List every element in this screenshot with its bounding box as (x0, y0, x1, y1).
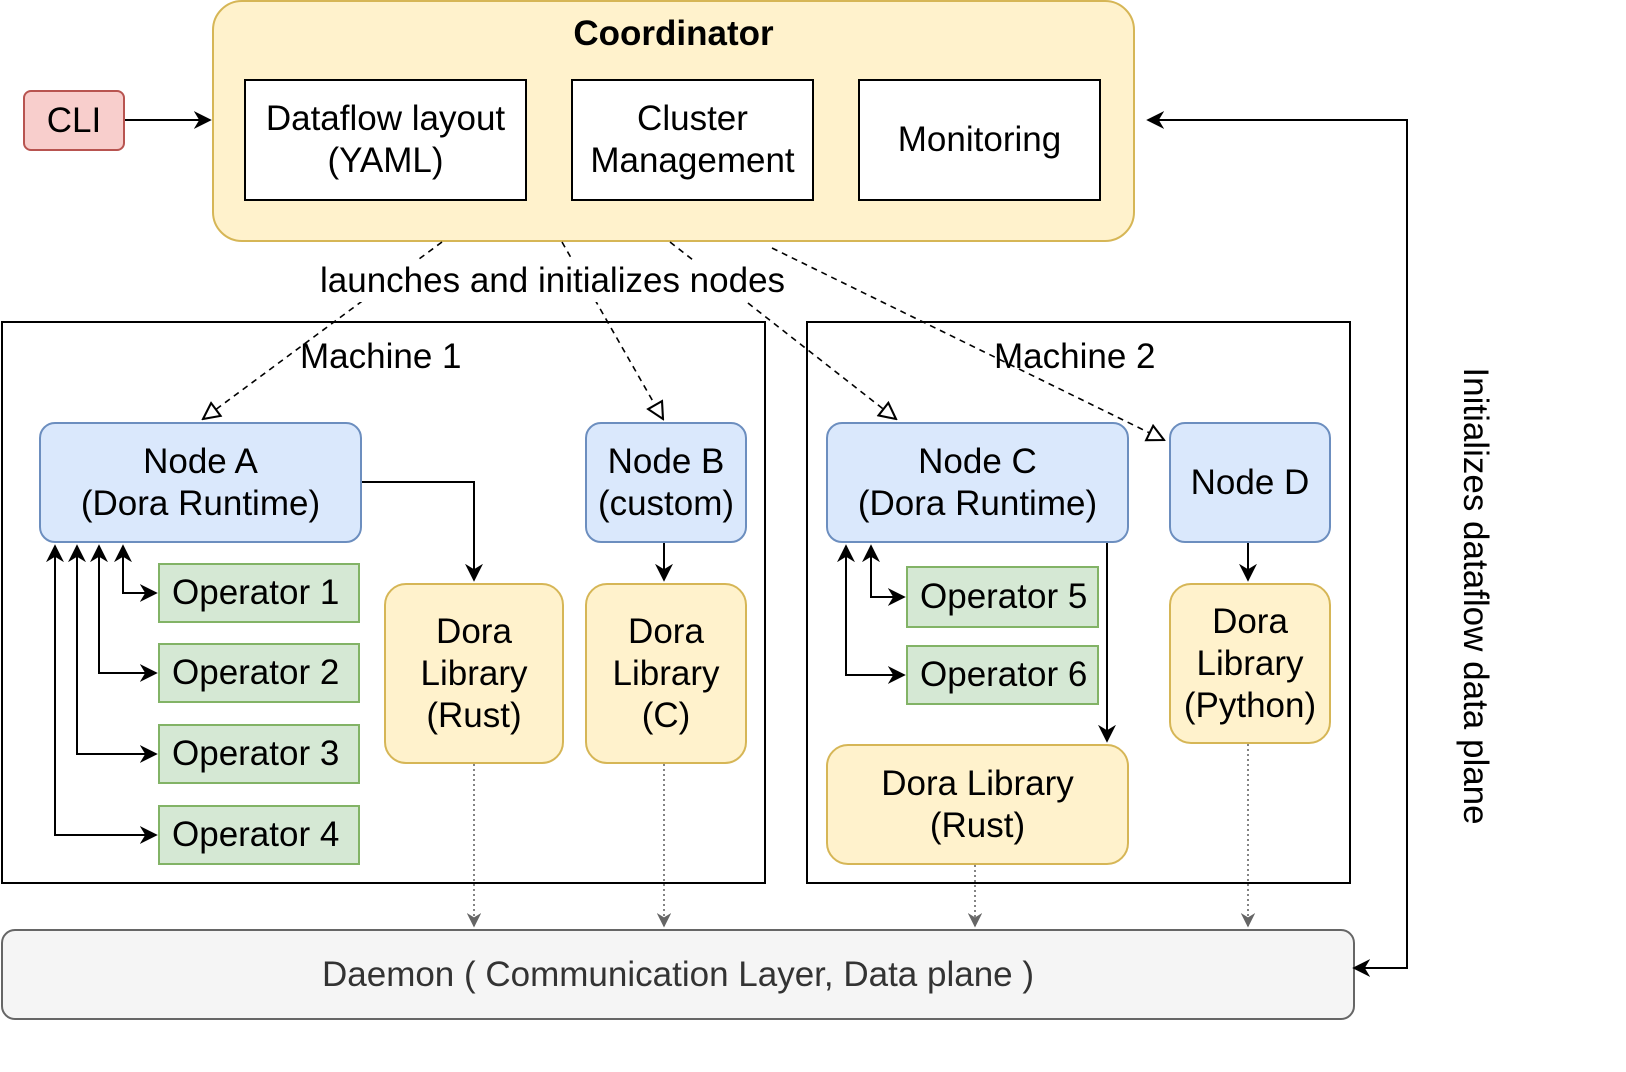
node-c-operator-6-edge (837, 544, 906, 684)
operator-1-box: Operator 1 (158, 563, 360, 623)
cli-box: CLI (23, 90, 125, 151)
node-a-box: Node A (Dora Runtime) (39, 422, 362, 543)
operator-3-box: Operator 3 (158, 724, 360, 784)
node-b-box: Node B (custom) (585, 422, 747, 543)
node-c-operator-5-edge (862, 544, 906, 606)
node-a-operator-1-edge (114, 544, 158, 602)
cluster-management-box: Cluster Management (571, 79, 814, 201)
operator-5-box: Operator 5 (906, 566, 1099, 628)
machine-1-label: Machine 1 (300, 337, 462, 376)
coordinator-title: Coordinator (573, 14, 774, 53)
initializes-data-plane-label: Initializes dataflow data plane (1456, 367, 1495, 825)
node-c-box: Node C (Dora Runtime) (826, 422, 1129, 543)
dora-library-c-box: Dora Library (C) (585, 583, 747, 764)
dora-library-rust-box-2: Dora Library (Rust) (826, 744, 1129, 865)
monitoring-box: Monitoring (858, 79, 1101, 201)
operator-4-box: Operator 4 (158, 805, 360, 865)
node-a-operator-2-edge (90, 544, 158, 682)
node-a-operator-4-edge (46, 544, 158, 844)
dora-library-rust-box-1: Dora Library (Rust) (384, 583, 564, 764)
operator-6-box: Operator 6 (906, 645, 1099, 705)
node-a-operator-3-edge (68, 544, 158, 763)
launches-label: launches and initializes nodes (320, 260, 786, 302)
operator-2-box: Operator 2 (158, 643, 360, 703)
launch-node-d-edge (771, 247, 1164, 440)
initializes-data-plane-edge (1146, 111, 1408, 977)
dataflow-layout-box: Dataflow layout (YAML) (244, 79, 527, 201)
node-a-to-library-edge (362, 481, 483, 582)
